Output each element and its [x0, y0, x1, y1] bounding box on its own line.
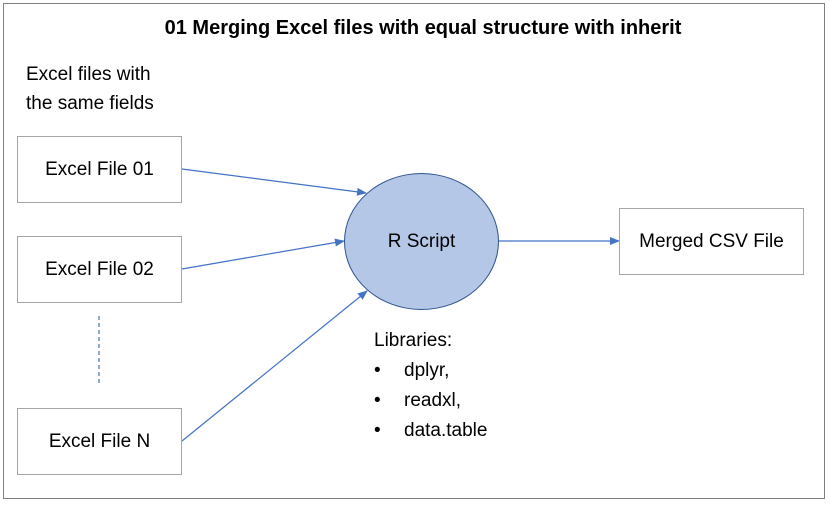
arrow-file1-to-script — [181, 168, 367, 196]
excel-file-n-box: Excel File N — [17, 408, 182, 475]
library-item-dplyr: dplyr, — [374, 356, 487, 386]
libraries-block: Libraries: dplyr, readxl, data.table — [374, 326, 487, 446]
arrow-file2-to-script — [181, 238, 345, 270]
library-item-readxl: readxl, — [374, 386, 487, 416]
diagram-frame — [3, 3, 825, 499]
intro-text: Excel files with the same fields — [26, 60, 154, 118]
intro-line-2: the same fields — [26, 93, 154, 114]
excel-file-01-label: Excel File 01 — [45, 158, 154, 180]
library-item-data-table: data.table — [374, 416, 487, 446]
excel-file-n-label: Excel File N — [48, 430, 151, 452]
excel-file-02-box: Excel File 02 — [17, 236, 182, 303]
merged-csv-file-box: Merged CSV File — [619, 208, 804, 275]
r-script-node: R Script — [344, 173, 499, 310]
excel-file-02-label: Excel File 02 — [45, 258, 154, 280]
r-script-label: R Script — [387, 230, 456, 252]
merged-csv-file-label: Merged CSV File — [639, 230, 784, 252]
excel-file-01-box: Excel File 01 — [17, 136, 182, 203]
libraries-list: dplyr, readxl, data.table — [374, 356, 487, 446]
libraries-heading: Libraries: — [374, 330, 453, 351]
arrow-fileN-to-script — [181, 290, 368, 442]
diagram-title: 01 Merging Excel files with equal struct… — [164, 17, 682, 39]
intro-line-1: Excel files with — [26, 64, 151, 85]
